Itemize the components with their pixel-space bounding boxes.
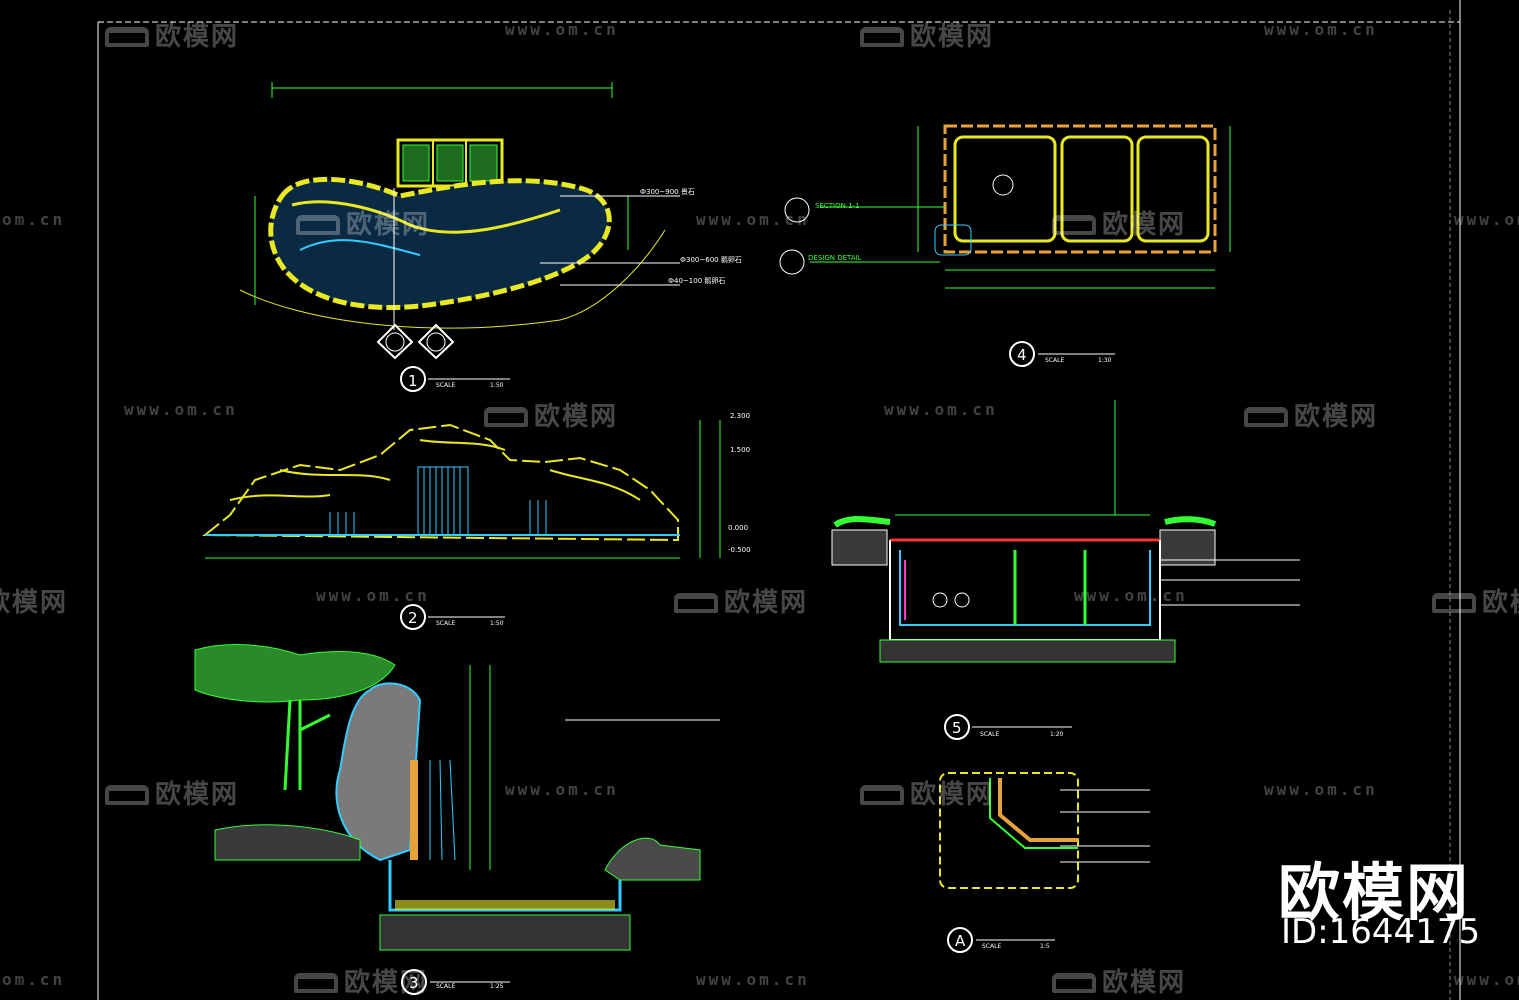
sofa-logo-icon [860, 785, 904, 805]
watermark-brand: 欧模网 [484, 396, 618, 433]
sofa-logo-icon [1244, 407, 1288, 427]
sofa-logo-icon [105, 27, 149, 47]
watermark-url: www.om.cn [696, 970, 810, 989]
section-tag: SECTION 1-1 [815, 202, 860, 210]
detail-1-plan [239, 82, 680, 392]
watermark-brand: 欧模网 [1052, 204, 1186, 241]
elev-top: 2.300 [730, 412, 750, 420]
sofa-logo-icon [1052, 215, 1096, 235]
detail-5-scale-label: SCALE [980, 731, 999, 738]
detail-a-scale-label: SCALE [982, 943, 1001, 950]
sofa-logo-icon [484, 407, 528, 427]
watermark-url: www.om.cn [505, 780, 619, 799]
detail-a-number: A [955, 932, 966, 950]
sofa-logo-icon [1052, 973, 1096, 993]
detail-2-number: 2 [408, 609, 418, 627]
detail-1-scale: 1:50 [490, 382, 504, 389]
pebble-label: Ф40~100 鹅卵石 [668, 276, 725, 285]
watermark-brand: 欧模网 [1432, 582, 1519, 619]
detail-5-section [831, 400, 1300, 740]
watermark-url: www.om.cn [1264, 780, 1378, 799]
detail-2-scale-label: SCALE [436, 620, 455, 627]
detail-a [939, 772, 1150, 953]
watermark-url: www.om.cn [316, 586, 430, 605]
watermark-url: www.om.cn [884, 400, 998, 419]
watermark-brand: 欧模网 [1052, 962, 1186, 999]
sheet-frame [97, 0, 1461, 1000]
sofa-logo-icon [674, 593, 718, 613]
plan-annotations: SECTION 1-1 DESIGN DETAIL Ф300~900 景石 Ф3… [640, 188, 862, 554]
detail-3-section [194, 644, 720, 995]
watermark-url: www.om.cn [124, 400, 238, 419]
watermark-brand: 欧模网 [294, 962, 428, 999]
sofa-logo-icon [105, 785, 149, 805]
detail-3-number: 3 [409, 974, 419, 992]
watermark-brand: 欧模网 [674, 582, 808, 619]
elev-base: 0.000 [728, 524, 748, 532]
elev-mid: 1.500 [730, 446, 750, 454]
rock-label: Ф300~900 景石 [640, 188, 695, 196]
detail-5-scale: 1:20 [1050, 731, 1064, 738]
detail-4-number: 4 [1017, 346, 1027, 364]
detail-1-number: 1 [408, 372, 418, 390]
watermark-url: www.om.cn [696, 210, 810, 229]
detail-a-scale: 1:5 [1040, 943, 1050, 950]
detail-5-number: 5 [952, 719, 962, 737]
detail-2-scale: 1:50 [490, 620, 504, 627]
detail-tag: DESIGN DETAIL [808, 254, 862, 262]
drawing-id: ID:1644175 [1281, 912, 1481, 952]
watermark-url: www.om.cn [1074, 586, 1188, 605]
sofa-logo-icon [1432, 593, 1476, 613]
brand-logo-text: 欧模网 [1278, 856, 1471, 929]
watermark-brand: 欧模网 [860, 774, 994, 811]
detail-3-scale: 1:25 [490, 983, 504, 990]
detail-4-scale-label: SCALE [1045, 357, 1064, 364]
sofa-logo-icon [294, 973, 338, 993]
watermark-url: www.om.cn [1454, 970, 1519, 989]
watermark-url: www.om.cn [505, 20, 619, 39]
watermark-brand: 欧模网 [105, 774, 239, 811]
watermark-url: om.cn [2, 970, 66, 989]
watermark-brand: 欧模网 [296, 204, 430, 241]
watermark-url: om.cn [2, 210, 66, 229]
elev-low: -0.500 [728, 546, 751, 554]
sofa-logo-icon [296, 215, 340, 235]
detail-tags: 1 SCALE 1:50 2 SCALE 1:50 3 SCALE 1:25 4… [408, 346, 1112, 992]
detail-3-scale-label: SCALE [436, 983, 455, 990]
sofa-logo-icon [860, 27, 904, 47]
stone-label: Ф300~600 鹅卵石 [680, 255, 742, 264]
detail-4-plan [779, 124, 1231, 367]
detail-1-scale-label: SCALE [436, 382, 455, 389]
watermark-brand: 欧模网 [105, 16, 239, 53]
watermark-url: www.om.cn [1264, 20, 1378, 39]
watermark-brand: 欧模网 [0, 588, 69, 618]
detail-2-elevation [202, 420, 721, 630]
watermark-brand: 欧模网 [860, 16, 994, 53]
watermark-brand: 欧模网 [1244, 396, 1378, 433]
detail-4-scale: 1:30 [1098, 357, 1112, 364]
watermark-url: www.om.cn [1454, 210, 1519, 229]
